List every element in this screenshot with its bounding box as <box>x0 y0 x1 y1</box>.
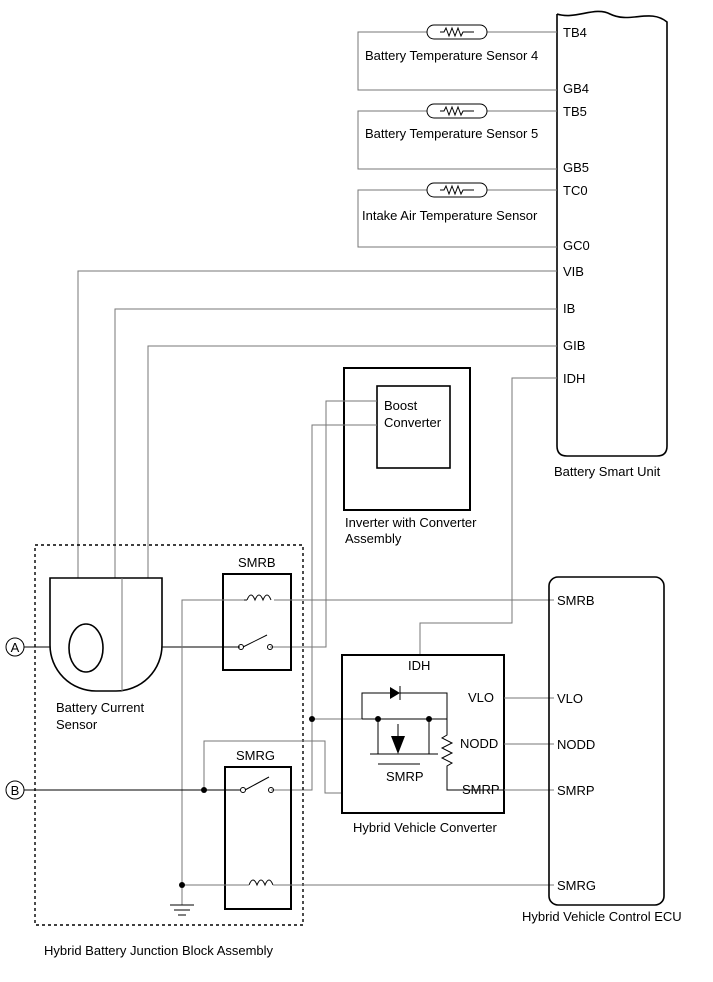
hybrid-vehicle-control-ecu: SMRB VLO NODD SMRP SMRG Hybrid Vehicle C… <box>522 576 682 924</box>
pin-idh: IDH <box>563 371 585 386</box>
junction-block-label: Hybrid Battery Junction Block Assembly <box>44 943 274 958</box>
inverter-label-line1: Inverter with Converter <box>345 515 477 530</box>
current-sensor-label-line1: Battery Current <box>56 700 145 715</box>
battery-smart-unit-label: Battery Smart Unit <box>554 464 661 479</box>
current-sensor-label-line2: Sensor <box>56 717 98 732</box>
battery-current-sensor: Battery Current Sensor <box>49 577 163 732</box>
intake-sensor-label: Intake Air Temperature Sensor <box>362 208 538 223</box>
boost-wire-2 <box>271 424 377 791</box>
smrp-inner-label: SMRP <box>386 769 424 784</box>
battery-smart-unit-box <box>556 10 668 457</box>
pin-tc0: TC0 <box>563 183 588 198</box>
smrb-label: SMRB <box>238 555 276 570</box>
ecu-pin-smrb: SMRB <box>557 593 595 608</box>
connector-b-label: B <box>11 783 20 798</box>
smrg-label: SMRG <box>236 748 275 763</box>
ecu-label: Hybrid Vehicle Control ECU <box>522 909 682 924</box>
smrb-coil-ground-wire <box>181 599 244 905</box>
b-loop-wire <box>203 740 342 794</box>
converter-vlo-label: VLO <box>468 690 494 705</box>
ecu-pin-smrp: SMRP <box>557 783 595 798</box>
ground-junction-dot <box>179 882 185 888</box>
pin-tb4: TB4 <box>563 25 587 40</box>
ecu-pin-vlo: VLO <box>557 691 583 706</box>
ecu-pin-smrg: SMRG <box>557 878 596 893</box>
smrg-relay: SMRG <box>224 748 292 910</box>
connector-a: A <box>5 637 240 657</box>
pin-vib: VIB <box>563 264 584 279</box>
idh-wire <box>419 377 557 655</box>
pin-gc0: GC0 <box>563 238 590 253</box>
smrb-relay: SMRB <box>222 555 292 671</box>
inverter-label-line2: Assembly <box>345 531 402 546</box>
hybrid-vehicle-converter: IDH VLO NODD SMRP Hybrid Vehicle Convert… <box>341 654 505 835</box>
temp-sensor-4-label: Battery Temperature Sensor 4 <box>365 48 538 63</box>
junction-block: Hybrid Battery Junction Block Assembly <box>34 544 304 958</box>
inverter-assembly: Boost Converter Inverter with Converter … <box>343 367 477 546</box>
connector-a-label: A <box>11 640 20 655</box>
battery-smart-unit: TB4 GB4 TB5 GB5 TC0 GC0 VIB IB GIB IDH B… <box>554 10 668 479</box>
converter-label: Converter <box>384 415 442 430</box>
boost-wire-1 <box>270 400 377 648</box>
current-sensor-wires <box>77 270 557 578</box>
temperature-sensor-4: Battery Temperature Sensor 4 <box>357 24 557 91</box>
pin-tb5: TB5 <box>563 104 587 119</box>
converter-feed-dot <box>309 716 315 722</box>
pin-gib: GIB <box>563 338 585 353</box>
converter-label: Hybrid Vehicle Converter <box>353 820 497 835</box>
converter-nodd-label: NODD <box>460 736 498 751</box>
pin-ib: IB <box>563 301 575 316</box>
pin-gb4: GB4 <box>563 81 589 96</box>
intake-air-temperature-sensor: Intake Air Temperature Sensor <box>357 182 557 248</box>
boost-label: Boost <box>384 398 418 413</box>
b-junction-dot <box>201 787 207 793</box>
temperature-sensor-5: Battery Temperature Sensor 5 <box>357 103 557 170</box>
temp-sensor-5-label: Battery Temperature Sensor 5 <box>365 126 538 141</box>
ecu-pin-nodd: NODD <box>557 737 595 752</box>
converter-idh-label: IDH <box>408 658 430 673</box>
pin-gb5: GB5 <box>563 160 589 175</box>
ground-symbol <box>170 904 194 916</box>
